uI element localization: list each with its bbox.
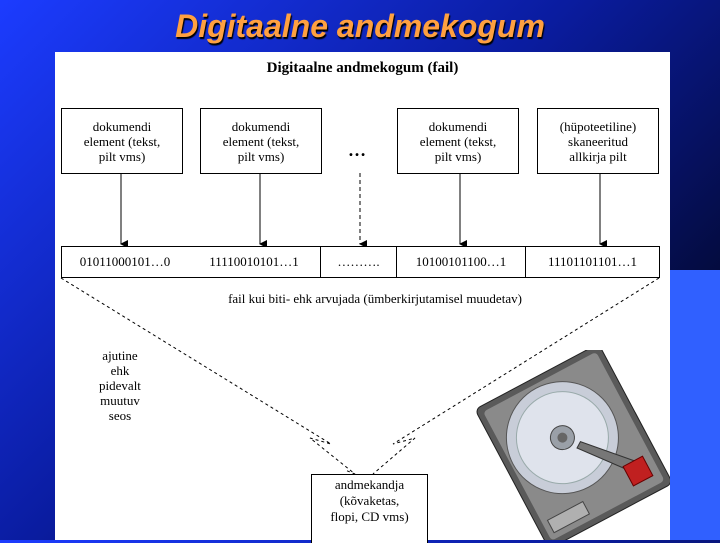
decorative-side-bar xyxy=(660,270,720,540)
link-caption: ajutine ehk pidevalt muutuv seos xyxy=(99,348,141,423)
bit-sequence-2: 11110010101…1 xyxy=(188,246,321,278)
element-box-2: dokumendi element (tekst, pilt vms) xyxy=(200,108,322,174)
element-box-signature: (hüpoteetiline) skaneeritud allkirja pil… xyxy=(537,108,659,174)
bit-sequence-3: 10100101100…1 xyxy=(397,246,526,278)
bit-sequence-ellipsis: ………. xyxy=(321,246,397,278)
bit-sequence-4: 11101101101…1 xyxy=(526,246,660,278)
left-dashed-line xyxy=(60,277,356,475)
element-box-1: dokumendi element (tekst, pilt vms) xyxy=(61,108,183,174)
storage-box: andmekandja (kõvaketas, flopi, CD vms) xyxy=(311,474,428,543)
slide-title: Digitaalne andmekogum xyxy=(175,8,545,44)
bit-sequence-1: 01011000101…0 xyxy=(61,246,189,278)
element-ellipsis: … xyxy=(348,140,366,160)
file-caption: fail kui biti- ehk arvujada (ümberkirjut… xyxy=(228,291,522,306)
element-box-3: dokumendi element (tekst, pilt vms) xyxy=(397,108,519,174)
hard-disk-drive-illustration xyxy=(476,350,670,540)
diagram-panel: Digitaalne andmekogum (fail) dokumendi e… xyxy=(55,52,670,543)
right-dashed-line xyxy=(372,277,660,475)
diagram-title: Digitaalne andmekogum (fail) xyxy=(266,60,459,76)
connector-lines xyxy=(60,173,660,475)
